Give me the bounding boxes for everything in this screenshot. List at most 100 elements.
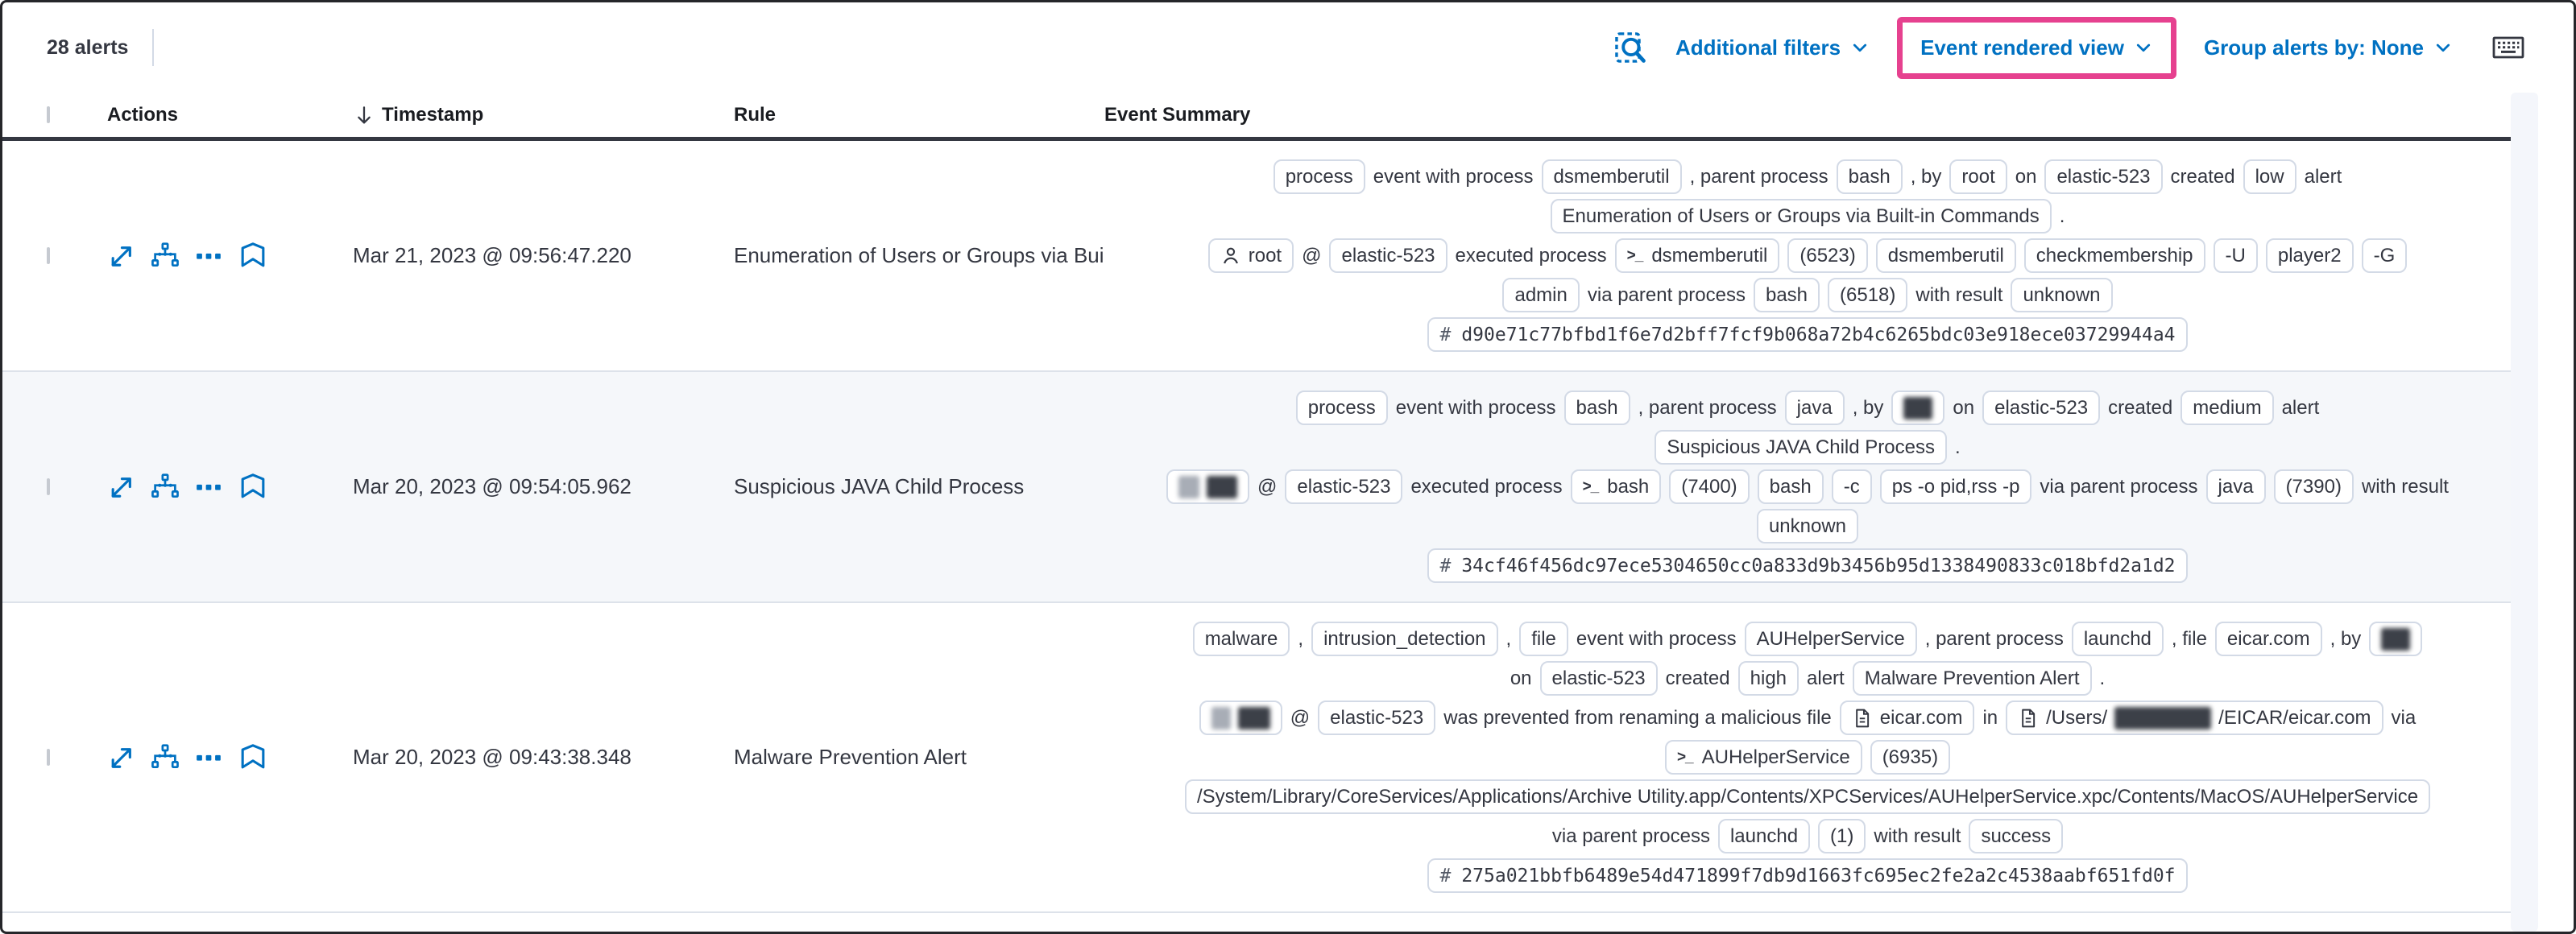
summary-badge[interactable]: eicar.com <box>2214 622 2322 656</box>
expand-icon[interactable] <box>107 743 136 772</box>
summary-badge[interactable] <box>1891 391 1945 425</box>
summary-badge[interactable]: medium <box>2180 391 2274 425</box>
analyze-event-icon[interactable] <box>151 473 180 502</box>
summary-badge[interactable]: bash <box>1757 469 1824 504</box>
row-checkbox[interactable] <box>47 477 50 495</box>
summary-badge[interactable]: low <box>2243 159 2296 194</box>
summary-badge[interactable]: /System/Library/CoreServices/Application… <box>1184 779 2431 814</box>
more-actions-icon[interactable] <box>194 473 223 502</box>
summary-badge[interactable]: /Users//EICAR/eicar.com <box>2006 700 2383 735</box>
summary-badge[interactable]: #d90e71c77bfbd1f6e7d2bff7fcf9b068a72b4c6… <box>1427 317 2188 352</box>
summary-badge[interactable]: admin <box>1502 278 1580 312</box>
summary-text: on <box>1510 667 1532 689</box>
rule-cell[interactable]: Enumeration of Users or Groups via Bui <box>734 243 1104 267</box>
summary-badge[interactable]: high <box>1737 661 1799 696</box>
inspect-icon[interactable] <box>1613 30 1648 65</box>
summary-badge[interactable]: unknown <box>1756 509 1859 543</box>
summary-badge[interactable]: AUHelperService <box>1744 622 1917 656</box>
summary-badge[interactable]: elastic-523 <box>1982 391 2101 425</box>
summary-badge[interactable]: launchd <box>1717 819 1811 853</box>
summary-badge[interactable]: (1) <box>1818 819 1866 853</box>
summary-badge[interactable] <box>1166 469 1250 504</box>
event-summary-line: >_AUHelperService(6935) <box>1104 738 2511 777</box>
investigate-in-timeline-icon[interactable] <box>238 472 268 502</box>
summary-badge[interactable]: (7400) <box>1669 469 1750 504</box>
analyze-event-icon[interactable] <box>151 743 180 772</box>
summary-text: , <box>1505 627 1512 650</box>
summary-badge[interactable]: intrusion_detection <box>1311 622 1498 656</box>
summary-badge[interactable]: malware <box>1192 622 1290 656</box>
summary-badge[interactable]: root <box>1949 159 2007 194</box>
summary-badge[interactable]: java <box>2205 469 2266 504</box>
summary-badge[interactable]: >_dsmemberutil <box>1614 238 1780 273</box>
more-actions-icon[interactable] <box>194 743 223 772</box>
vertical-scrollbar[interactable] <box>2511 93 2538 932</box>
summary-badge[interactable]: -G <box>2361 238 2408 273</box>
summary-badge[interactable]: (6935) <box>1870 740 1951 775</box>
select-all-checkbox[interactable] <box>47 105 50 123</box>
summary-badge[interactable]: elastic-523 <box>1285 469 1403 504</box>
summary-badge[interactable]: checkmembership <box>2023 238 2205 273</box>
summary-badge[interactable]: process <box>1295 391 1388 425</box>
summary-badge[interactable]: launchd <box>2071 622 2164 656</box>
badge-text: elastic-523 <box>1330 706 1424 729</box>
investigate-in-timeline-icon[interactable] <box>238 241 268 271</box>
summary-badge[interactable]: -U <box>2213 238 2258 273</box>
badge-text: low <box>2255 165 2284 188</box>
summary-badge[interactable]: bash <box>1836 159 1903 194</box>
summary-badge[interactable]: file <box>1519 622 1568 656</box>
summary-badge[interactable]: unknown <box>2011 278 2113 312</box>
summary-badge[interactable] <box>2369 622 2423 656</box>
summary-badge[interactable]: player2 <box>2265 238 2354 273</box>
summary-badge[interactable]: >_bash <box>1570 469 1662 504</box>
summary-badge[interactable]: root <box>1207 238 1294 273</box>
summary-badge[interactable]: java <box>1784 391 1845 425</box>
summary-badge[interactable] <box>1199 700 1282 735</box>
event-summary-line: Suspicious JAVA Child Process. <box>1104 428 2511 467</box>
view-selector-button[interactable]: Event rendered view <box>1920 35 2153 60</box>
summary-badge[interactable]: dsmemberutil <box>1541 159 1682 194</box>
summary-badge[interactable]: #275a021bbfb6489e54d471899f7db9d1663fc69… <box>1427 858 2188 893</box>
summary-badge[interactable]: bash <box>1753 278 1820 312</box>
rule-cell[interactable]: Suspicious JAVA Child Process <box>734 474 1025 498</box>
badge-text: dsmemberutil <box>1887 244 2004 267</box>
summary-badge[interactable]: elastic-523 <box>1318 700 1436 735</box>
summary-badge[interactable]: ps -o pid,rss -p <box>1879 469 2032 504</box>
summary-badge[interactable]: dsmemberutil <box>1875 238 2016 273</box>
summary-badge[interactable]: Enumeration of Users or Groups via Built… <box>1550 199 2052 234</box>
expand-icon[interactable] <box>107 242 136 271</box>
summary-badge[interactable]: (6518) <box>1828 278 1908 312</box>
more-actions-icon[interactable] <box>194 242 223 271</box>
expand-icon[interactable] <box>107 473 136 502</box>
keyboard-shortcuts-icon[interactable] <box>2491 35 2525 60</box>
summary-badge[interactable]: process <box>1273 159 1365 194</box>
investigate-in-timeline-icon[interactable] <box>238 742 268 773</box>
summary-badge[interactable]: -c <box>1831 469 1872 504</box>
redacted-value <box>1903 396 1933 419</box>
summary-badge[interactable]: (7390) <box>2273 469 2354 504</box>
summary-badge[interactable]: elastic-523 <box>2044 159 2163 194</box>
rule-cell[interactable]: Malware Prevention Alert <box>734 745 967 769</box>
summary-text: created <box>1665 667 1730 689</box>
column-header-rule[interactable]: Rule <box>734 104 1104 126</box>
summary-badge[interactable]: Malware Prevention Alert <box>1852 661 2092 696</box>
summary-badge[interactable]: >_AUHelperService <box>1664 740 1862 775</box>
summary-badge[interactable]: elastic-523 <box>1329 238 1447 273</box>
summary-badge[interactable]: bash <box>1563 391 1630 425</box>
column-header-timestamp[interactable]: Timestamp <box>353 104 734 126</box>
summary-badge[interactable]: success <box>1969 819 2064 853</box>
summary-badge[interactable]: (6523) <box>1787 238 1868 273</box>
summary-badge[interactable]: eicar.com <box>1839 700 1975 735</box>
group-alerts-by-button[interactable]: Group alerts by: None <box>2204 35 2453 60</box>
row-checkbox[interactable] <box>47 748 50 766</box>
summary-badge[interactable]: #34cf46f456dc97ece5304650cc0a833d9b3456b… <box>1427 548 2188 583</box>
additional-filters-button[interactable]: Additional filters <box>1675 35 1870 60</box>
row-actions-cell <box>107 742 353 773</box>
row-checkbox[interactable] <box>47 246 50 264</box>
analyze-event-icon[interactable] <box>151 242 180 271</box>
summary-badge[interactable]: elastic-523 <box>1539 661 1658 696</box>
summary-badge[interactable]: Suspicious JAVA Child Process <box>1655 430 1947 465</box>
event-summary-line: #d90e71c77bfbd1f6e7d2bff7fcf9b068a72b4c6… <box>1104 315 2511 354</box>
